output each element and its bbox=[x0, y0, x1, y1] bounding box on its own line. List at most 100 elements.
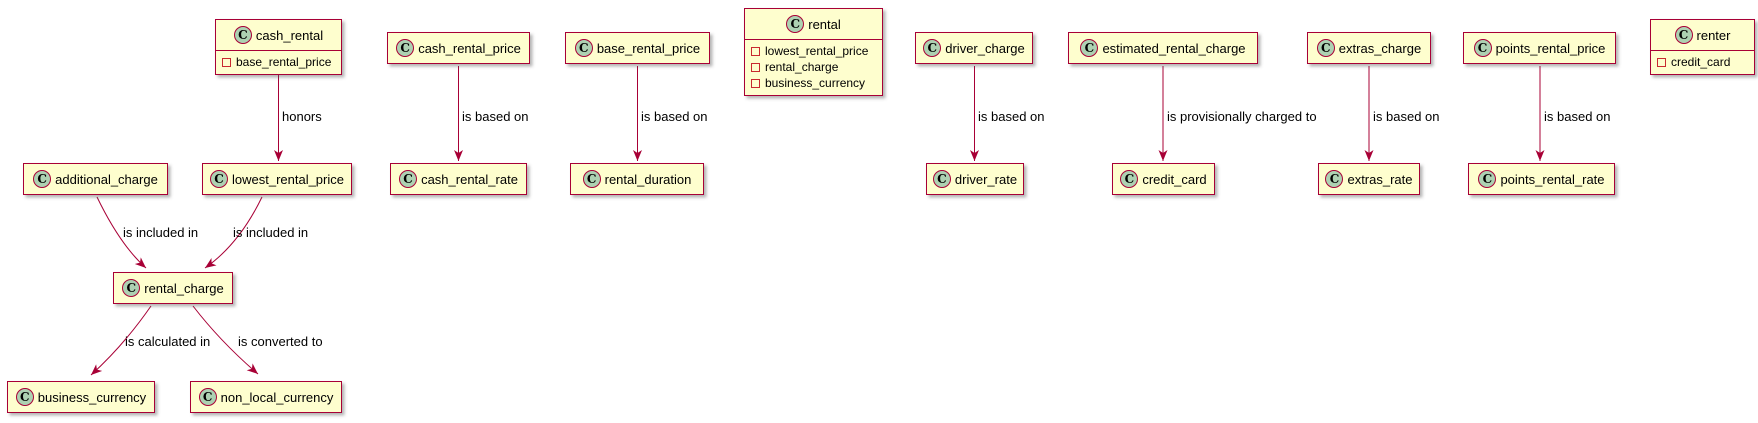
class-icon: C bbox=[923, 39, 942, 57]
field-icon bbox=[751, 78, 760, 88]
class-icon: C bbox=[198, 388, 217, 406]
class-icon: C bbox=[1325, 170, 1344, 188]
attribute-name: rental_charge bbox=[765, 60, 839, 74]
class-box-additional_charge: C additional_charge bbox=[23, 163, 168, 195]
class-attributes: credit_card bbox=[1651, 50, 1754, 74]
class-box-driver_rate: C driver_rate bbox=[926, 163, 1024, 195]
attribute-row: lowest_rental_price bbox=[751, 43, 876, 59]
class-box-lowest_rental_price: C lowest_rental_price bbox=[202, 163, 352, 195]
class-box-business_currency: C business_currency bbox=[7, 381, 155, 413]
class-title: C estimated_rental_charge bbox=[1069, 33, 1257, 63]
class-title: C lowest_rental_price bbox=[203, 164, 351, 194]
class-name: cash_rental_rate bbox=[421, 171, 518, 187]
class-title: C extras_charge bbox=[1308, 33, 1430, 63]
class-attributes: base_rental_price bbox=[216, 50, 341, 74]
class-icon: C bbox=[1473, 39, 1492, 57]
class-name: non_local_currency bbox=[220, 389, 334, 405]
class-box-extras_rate: C extras_rate bbox=[1318, 163, 1420, 195]
class-name: rental_charge bbox=[144, 280, 224, 296]
class-name: driver_charge bbox=[945, 40, 1025, 56]
class-box-cash_rental_rate: C cash_rental_rate bbox=[390, 163, 527, 195]
class-title: C driver_charge bbox=[916, 33, 1032, 63]
class-icon: C bbox=[932, 170, 951, 188]
class-title: C cash_rental_price bbox=[388, 33, 529, 63]
class-attributes: lowest_rental_price rental_charge busine… bbox=[745, 39, 882, 95]
attribute-name: business_currency bbox=[765, 76, 866, 90]
class-title: C credit_card bbox=[1113, 164, 1214, 194]
class-box-renter: C renter credit_card bbox=[1650, 19, 1755, 75]
class-title: C extras_rate bbox=[1319, 164, 1419, 194]
class-name: points_rental_price bbox=[1495, 40, 1606, 56]
class-box-points_rental_price: C points_rental_price bbox=[1463, 32, 1616, 64]
class-name: cash_rental bbox=[255, 27, 324, 43]
edge-label-extras-based: is based on bbox=[1373, 109, 1440, 124]
attribute-name: credit_card bbox=[1671, 55, 1731, 69]
field-icon bbox=[751, 46, 760, 56]
class-icon: C bbox=[1316, 39, 1335, 57]
class-name: driver_rate bbox=[954, 171, 1018, 187]
class-icon: C bbox=[786, 15, 805, 33]
class-name: renter bbox=[1696, 27, 1731, 43]
class-box-estimated_rental_charge: C estimated_rental_charge bbox=[1068, 32, 1258, 64]
class-title: C driver_rate bbox=[927, 164, 1023, 194]
edge-label-additional-included: is included in bbox=[123, 225, 199, 240]
class-name: business_currency bbox=[37, 389, 147, 405]
attribute-row: business_currency bbox=[751, 75, 876, 91]
class-title: C rental_charge bbox=[114, 273, 232, 303]
edge-label-cash-based: is based on bbox=[462, 109, 529, 124]
class-title: C business_currency bbox=[8, 382, 154, 412]
class-box-base_rental_price: C base_rental_price bbox=[565, 32, 710, 64]
class-box-credit_card: C credit_card bbox=[1112, 163, 1215, 195]
class-icon: C bbox=[1080, 39, 1099, 57]
class-title: C rental bbox=[745, 9, 882, 39]
class-name: credit_card bbox=[1142, 171, 1207, 187]
class-icon: C bbox=[15, 388, 34, 406]
edge-label-calculated: is calculated in bbox=[125, 334, 211, 349]
attribute-name: lowest_rental_price bbox=[765, 44, 869, 58]
class-name: extras_charge bbox=[1338, 40, 1422, 56]
class-name: rental_duration bbox=[604, 171, 692, 187]
class-name: estimated_rental_charge bbox=[1102, 40, 1246, 56]
edge-label-points-based: is based on bbox=[1544, 109, 1611, 124]
class-box-non_local_currency: C non_local_currency bbox=[190, 381, 342, 413]
class-box-cash_rental_price: C cash_rental_price bbox=[387, 32, 530, 64]
class-icon: C bbox=[233, 26, 252, 44]
edge-label-lowest-included: is included in bbox=[233, 225, 309, 240]
class-name: lowest_rental_price bbox=[231, 171, 344, 187]
class-icon: C bbox=[399, 170, 418, 188]
field-icon bbox=[1657, 57, 1666, 67]
attribute-row: rental_charge bbox=[751, 59, 876, 75]
field-icon bbox=[751, 62, 760, 72]
class-icon: C bbox=[33, 170, 52, 188]
class-title: C cash_rental_rate bbox=[391, 164, 526, 194]
class-box-rental_charge: C rental_charge bbox=[113, 272, 233, 304]
class-name: points_rental_rate bbox=[1500, 171, 1605, 187]
class-icon: C bbox=[209, 170, 228, 188]
class-name: rental bbox=[808, 16, 841, 32]
class-box-rental: C rental lowest_rental_price rental_char… bbox=[744, 8, 883, 96]
class-name: additional_charge bbox=[55, 171, 158, 187]
class-icon: C bbox=[1120, 170, 1139, 188]
class-icon: C bbox=[396, 39, 415, 57]
edge-label-driver-based: is based on bbox=[978, 109, 1045, 124]
attribute-row: credit_card bbox=[1657, 54, 1748, 70]
class-name: extras_rate bbox=[1347, 171, 1413, 187]
class-title: C renter bbox=[1651, 20, 1754, 50]
class-title: C cash_rental bbox=[216, 20, 341, 50]
class-icon: C bbox=[1674, 26, 1693, 44]
edge-label-estimated-charged: is provisionally charged to bbox=[1167, 109, 1317, 124]
class-title: C additional_charge bbox=[24, 164, 167, 194]
class-box-points_rental_rate: C points_rental_rate bbox=[1468, 163, 1615, 195]
class-icon: C bbox=[122, 279, 141, 297]
class-icon: C bbox=[1478, 170, 1497, 188]
attribute-name: base_rental_price bbox=[236, 55, 332, 69]
class-box-rental_duration: C rental_duration bbox=[570, 163, 704, 195]
edge-label-converted: is converted to bbox=[238, 334, 323, 349]
field-icon bbox=[222, 57, 231, 67]
class-title: C non_local_currency bbox=[191, 382, 341, 412]
edge-label-base-based: is based on bbox=[641, 109, 708, 124]
class-icon: C bbox=[582, 170, 601, 188]
attribute-row: base_rental_price bbox=[222, 54, 335, 70]
class-name: cash_rental_price bbox=[418, 40, 521, 56]
